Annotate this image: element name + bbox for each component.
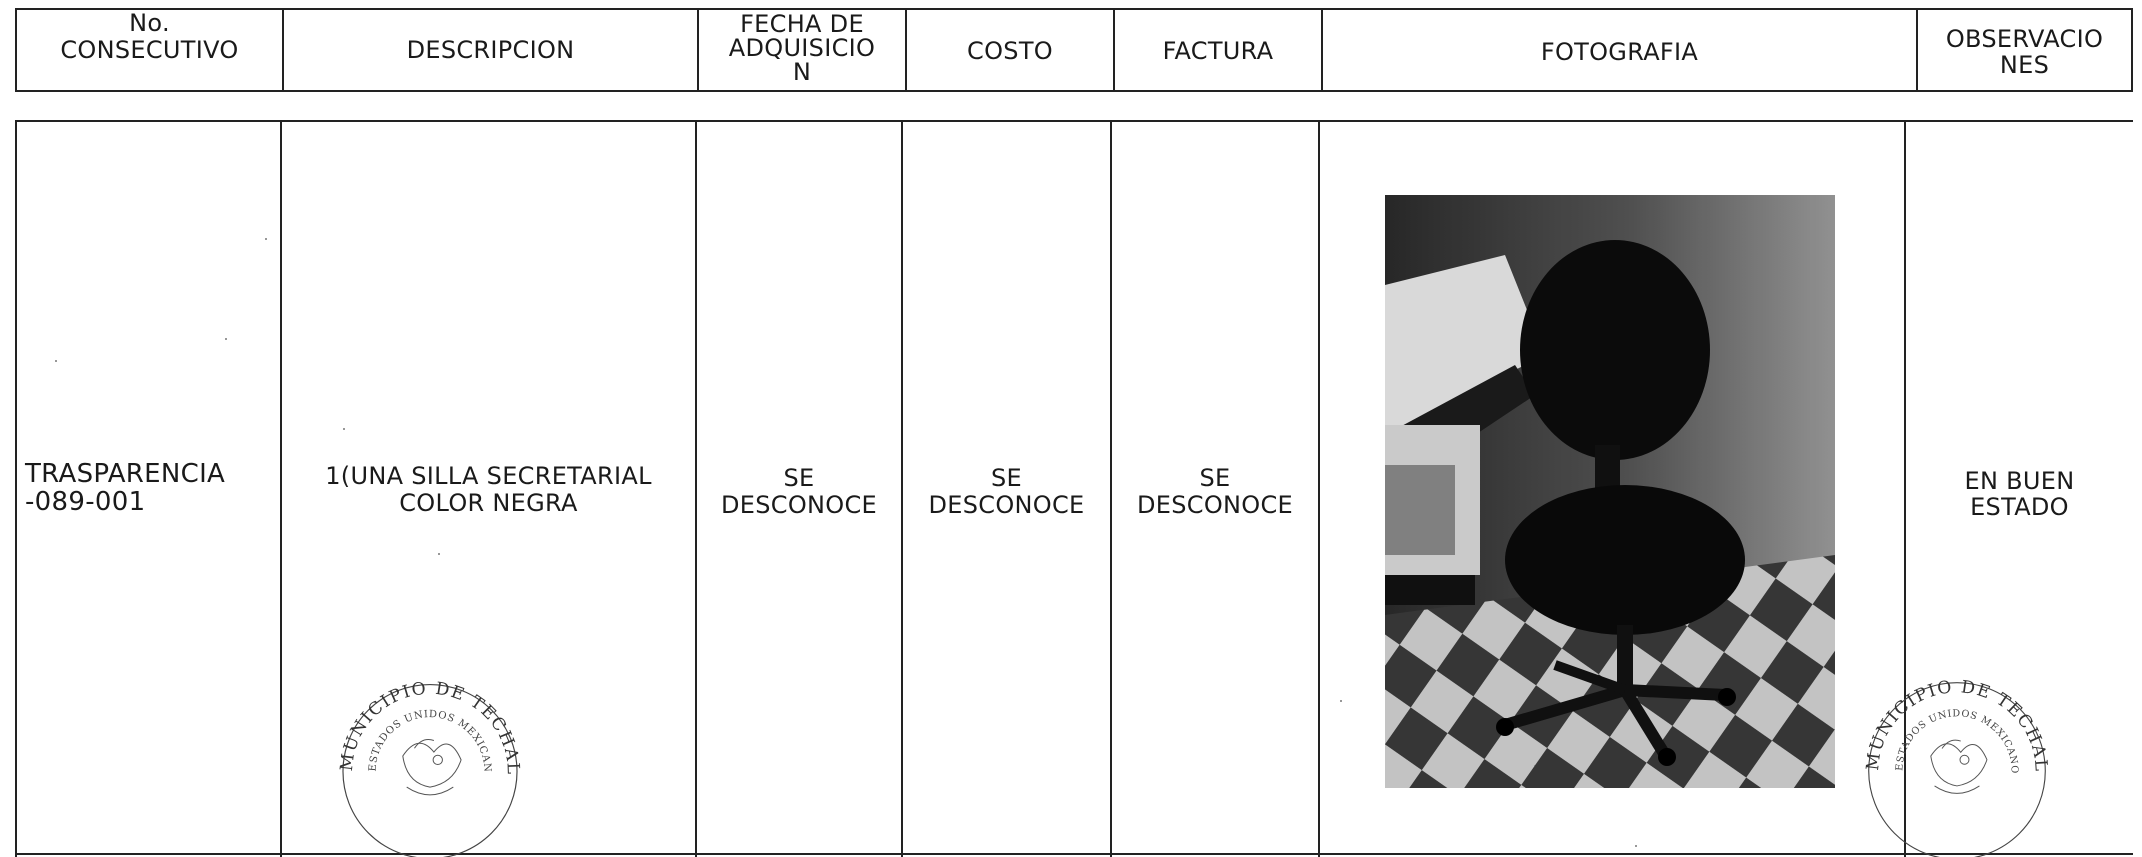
cell-fecha: SE DESCONOCE — [721, 464, 877, 519]
cell-observaciones: EN BUEN ESTADO — [1964, 467, 2075, 521]
seal-inner-text: ESTADOS UNIDOS MEXICANOS — [324, 655, 491, 773]
cell-descripcion: 1(UNA SILLA SECRETARIAL COLOR NEGRA — [325, 462, 652, 517]
row-divider — [901, 120, 903, 857]
row-divider — [1110, 120, 1112, 857]
header-factura: FACTURA — [1162, 37, 1274, 65]
scan-speck — [55, 360, 57, 362]
svg-text:ESTADOS UNIDOS MEXICANOS: ESTADOS UNIDOS MEXICANOS — [1852, 655, 2019, 774]
row-left-border — [15, 120, 17, 857]
header-top-border — [15, 8, 2133, 10]
seal-inner-text: ESTADOS UNIDOS MEXICANOS — [1852, 655, 2019, 774]
row-divider — [1904, 120, 1906, 857]
header-costo: COSTO — [967, 37, 1053, 65]
header-left-border — [15, 8, 17, 92]
seal-outer-text: MUNICIPIO DE TECHALUTA DE MONTENGRO, JAL… — [1846, 655, 2049, 772]
municipal-seal-right: MUNICIPIO DE TECHALUTA DE MONTENGRO, JAL… — [1846, 655, 2050, 857]
header-divider — [905, 8, 907, 92]
cell-costo: SE DESCONOCE — [928, 464, 1085, 519]
header-no-consecutivo: No. CONSECUTIVO — [60, 9, 239, 64]
header-descripcion: DESCRIPCION — [406, 36, 575, 64]
header-fotografia: FOTOGRAFIA — [1540, 38, 1699, 66]
header-right-border — [2131, 8, 2133, 92]
scan-speck — [1635, 845, 1637, 847]
scan-speck — [343, 428, 345, 430]
header-divider — [282, 8, 284, 92]
municipal-seal-left: MUNICIPIO DE TECHALUTA DE MONTENGRO, JAL… — [319, 655, 522, 857]
header-divider — [1321, 8, 1323, 92]
row-divider — [280, 120, 282, 857]
chair-photograph — [1385, 195, 1835, 788]
svg-text:MUNICIPIO DE TECHALUTA DE MONT: MUNICIPIO DE TECHALUTA DE MONTENGRO, JAL… — [319, 655, 522, 775]
cell-factura: SE DESCONOCE — [1137, 464, 1293, 519]
scan-speck — [225, 338, 227, 340]
scan-speck — [438, 553, 440, 555]
row-divider — [1318, 120, 1320, 857]
chair-photo-image — [1385, 195, 1835, 788]
header-divider — [1113, 8, 1115, 92]
header-bottom-border — [15, 90, 2133, 92]
svg-text:ESTADOS UNIDOS MEXICANOS: ESTADOS UNIDOS MEXICANOS — [324, 655, 492, 773]
header-divider — [1916, 8, 1918, 92]
seal-outer-text: MUNICIPIO DE TECHALUTA DE MONTENGRO, JAL… — [319, 655, 521, 775]
header-observaciones: OBSERVACIO NES — [1945, 25, 2104, 79]
header-divider — [697, 8, 699, 92]
cell-consecutivo: TRASPARENCIA -089-001 — [25, 459, 226, 517]
svg-text:MUNICIPIO DE TECHALUTA DE MONT: MUNICIPIO DE TECHALUTA DE MONTENGRO, JAL… — [1846, 655, 2050, 772]
scan-speck — [265, 238, 267, 240]
scan-speck — [1340, 700, 1342, 702]
row-divider — [695, 120, 697, 857]
row-top-border — [15, 120, 2133, 122]
header-fecha-adquisicion: FECHA DE ADQUISICIO N — [728, 10, 876, 86]
row-bottom-border — [15, 853, 2133, 855]
